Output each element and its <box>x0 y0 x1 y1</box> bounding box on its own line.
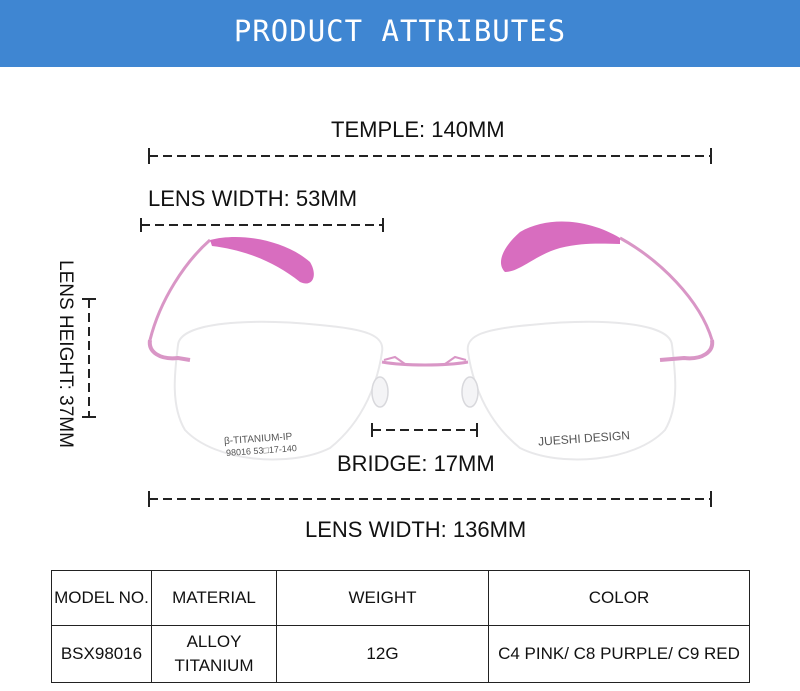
left-temple <box>148 238 211 341</box>
bridge-width-label: BRIDGE: 17MM <box>337 451 495 476</box>
header-color: COLOR <box>488 570 750 626</box>
lens-height-label: LENS HEIGHT: 37MM <box>55 260 76 448</box>
header-material: MATERIAL <box>151 570 277 626</box>
header-model: MODEL NO. <box>51 570 152 626</box>
right-endpiece <box>659 339 715 362</box>
right-temple <box>619 236 714 341</box>
left-lens-imprint-line2: 98016 53□17-140 <box>226 443 298 458</box>
material-line1: ALLOY <box>186 632 242 651</box>
right-lens <box>466 320 677 461</box>
temple-length-label: TEMPLE: 140MM <box>331 117 505 142</box>
left-nose-pad <box>371 376 389 408</box>
table-row: BSX98016 ALLOY TITANIUM 12G C4 PINK/ C8 … <box>51 625 750 683</box>
right-temple-tip <box>500 221 620 272</box>
header-weight: WEIGHT <box>276 570 489 626</box>
header-banner: PRODUCT ATTRIBUTES <box>0 0 800 67</box>
left-lens-imprint-line1: β-TITANIUM-IP <box>224 431 293 447</box>
spec-table: MODEL NO. MATERIAL WEIGHT COLOR BSX98016… <box>51 570 750 683</box>
right-lens-brand: JUESHI DESIGN <box>538 428 631 448</box>
bridge <box>381 360 469 367</box>
cell-weight: 12G <box>276 625 489 683</box>
material-line2: TITANIUM <box>174 656 254 675</box>
left-lens <box>173 320 384 461</box>
cell-color: C4 PINK/ C8 PURPLE/ C9 RED <box>488 625 750 683</box>
banner-title: PRODUCT ATTRIBUTES <box>233 14 567 48</box>
right-nose-pad <box>461 376 479 408</box>
table-header-row: MODEL NO. MATERIAL WEIGHT COLOR <box>51 570 750 626</box>
glasses-diagram: β-TITANIUM-IP 98016 53□17-140 JUESHI DES… <box>82 148 715 507</box>
cell-material: ALLOY TITANIUM <box>151 625 277 683</box>
total-width-label: LENS WIDTH: 136MM <box>305 517 527 542</box>
lens-width-label: LENS WIDTH: 53MM <box>148 186 358 211</box>
left-temple-tip <box>210 236 314 284</box>
cell-model: BSX98016 <box>51 625 152 683</box>
left-endpiece <box>147 339 191 362</box>
